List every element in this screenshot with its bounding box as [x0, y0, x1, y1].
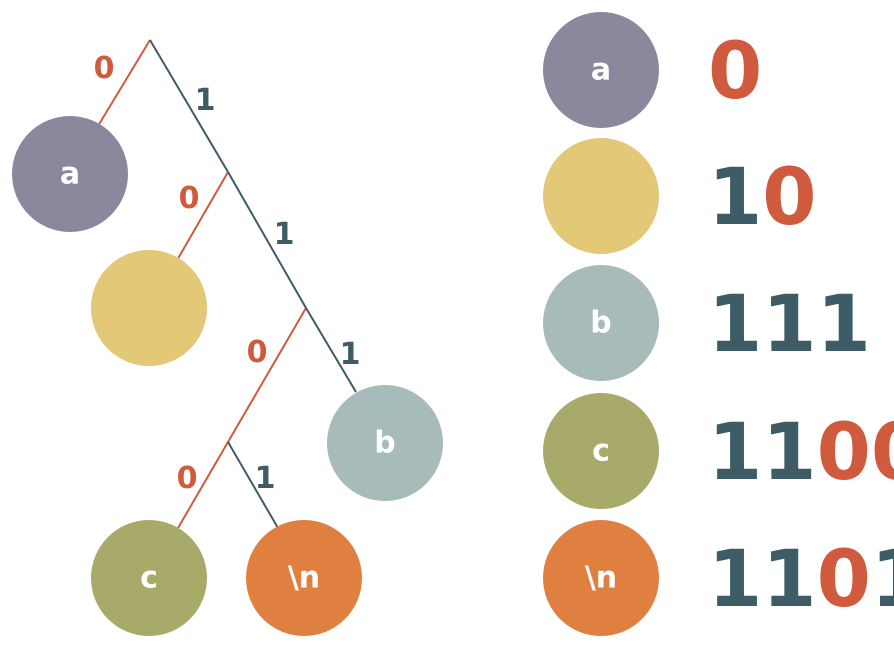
code-bit: 1	[817, 280, 871, 370]
legend-label: b	[590, 306, 611, 341]
code-empty: 10	[708, 153, 817, 243]
node-label: \n	[288, 561, 320, 596]
edge-n2-to-b	[305, 307, 357, 393]
code-bit: 0	[817, 408, 871, 498]
edge-label: 0	[179, 181, 200, 216]
edge-label: 1	[195, 83, 216, 118]
legend-label: \n	[585, 561, 617, 596]
node-label: c	[140, 561, 158, 596]
legend-node-newline	[543, 520, 659, 636]
code-bit: 1	[708, 535, 762, 625]
node-b	[327, 385, 443, 501]
code-bit: 1	[762, 280, 816, 370]
code-a: 0	[708, 27, 762, 117]
code-c: 1100	[708, 408, 894, 498]
code-bit: 0	[871, 408, 894, 498]
code-bit: 1	[871, 535, 894, 625]
node-label: b	[374, 426, 395, 461]
edge-n1-to-empty	[175, 171, 229, 263]
node-label: a	[60, 157, 80, 192]
edge-label: 0	[247, 335, 268, 370]
edge-label: 1	[274, 217, 295, 252]
edge-label: 0	[94, 51, 115, 86]
edge-label: 1	[255, 461, 276, 496]
node-newline	[246, 520, 362, 636]
code-bit: 1	[708, 153, 762, 243]
code-bit: 0	[708, 27, 762, 117]
legend-node-empty	[543, 138, 659, 254]
edge-label: 0	[177, 461, 198, 496]
edge-labels: 0 1 0 1 0 1 0 1	[94, 51, 361, 496]
legend-label: a	[591, 53, 611, 88]
node-empty	[91, 250, 207, 366]
edge-label: 1	[340, 337, 361, 372]
edge-root-to-n1	[149, 39, 229, 173]
edge-n1-to-n2	[227, 171, 307, 309]
edge-n3-to-newline	[227, 441, 279, 529]
code-b: 111	[708, 280, 871, 370]
edge-n3-to-c	[177, 441, 229, 529]
legend-node-a	[543, 12, 659, 128]
code-bit: 1	[708, 280, 762, 370]
edge-root-to-a	[97, 39, 151, 127]
node-c	[91, 520, 207, 636]
code-bit: 1	[708, 408, 762, 498]
code-bit: 1	[762, 535, 816, 625]
code-bit: 1	[762, 408, 816, 498]
legend-node-b	[543, 265, 659, 381]
edge-n2-to-n3	[227, 307, 307, 443]
tree-edges	[97, 39, 357, 529]
code-bit: 0	[762, 153, 816, 243]
legend-node-c	[543, 393, 659, 509]
legend: a b c \n	[543, 12, 659, 636]
legend-label: c	[592, 434, 610, 469]
code-bit: 0	[817, 535, 871, 625]
node-a	[12, 116, 128, 232]
tree-nodes: a b c \n	[12, 116, 443, 636]
